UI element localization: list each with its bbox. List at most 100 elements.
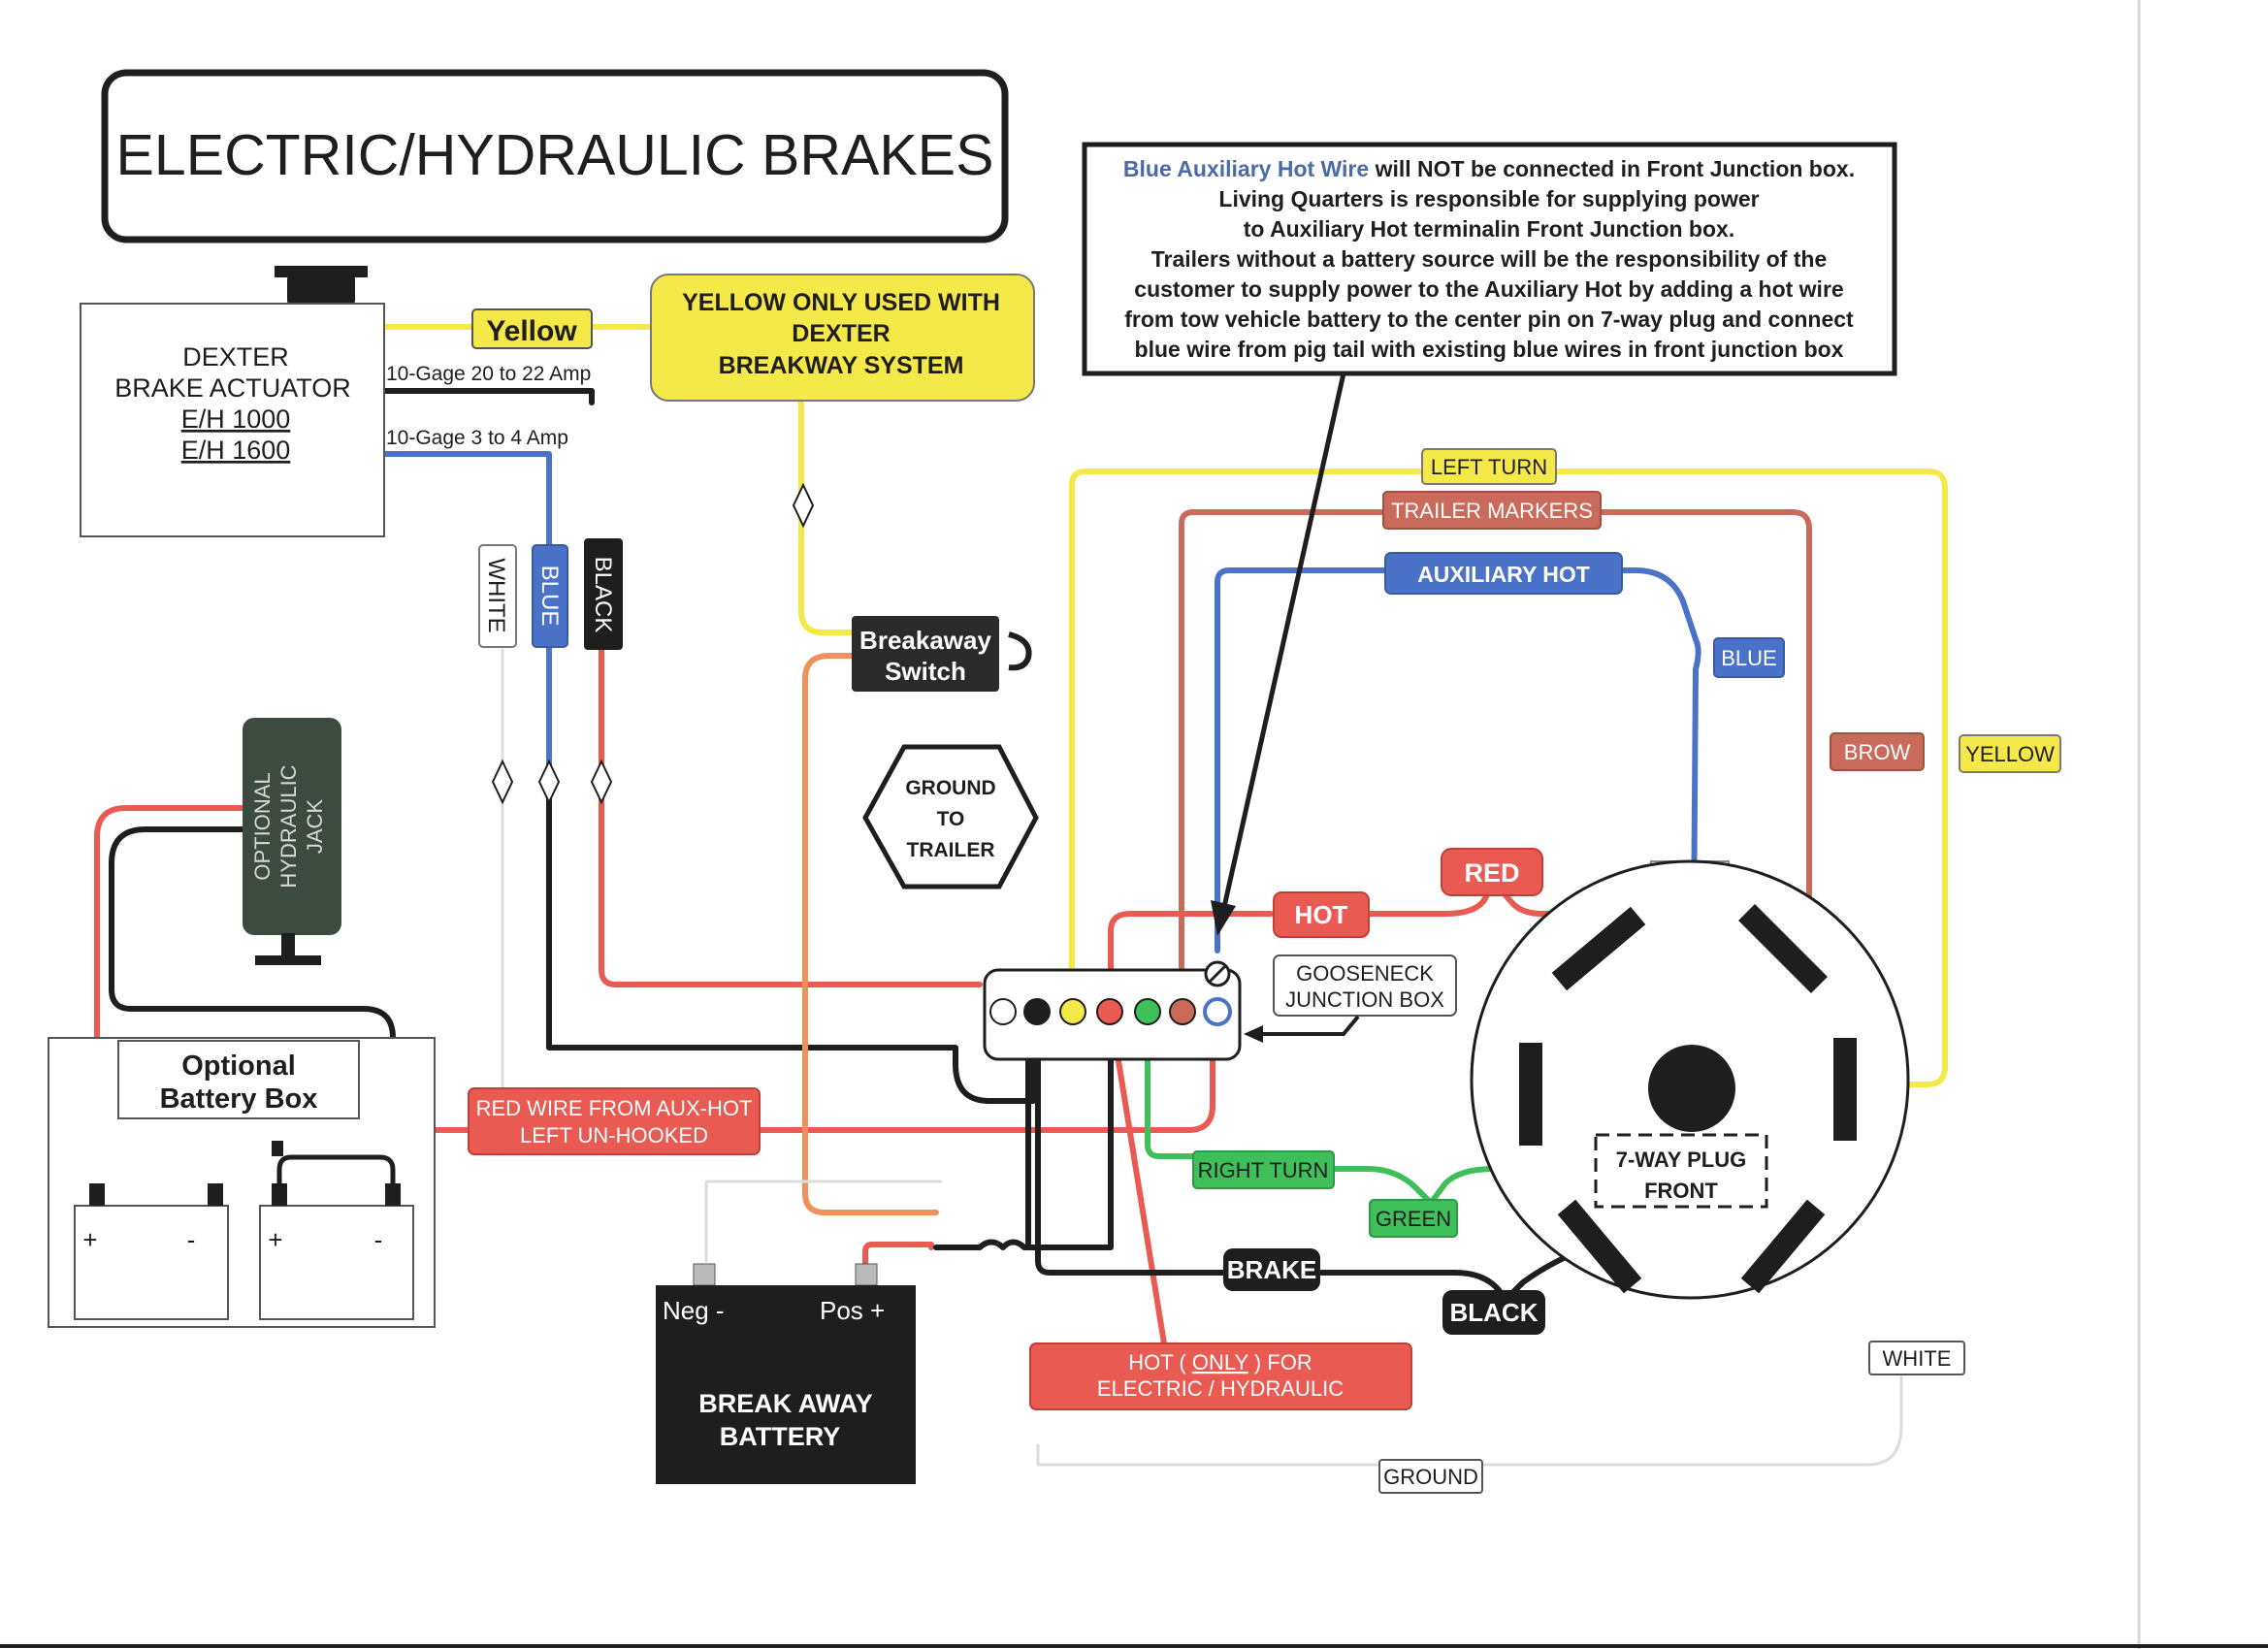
right-turn-tag: [1192, 1150, 1335, 1189]
terminal-white: [989, 998, 1017, 1025]
battery-right-minus: -: [374, 1225, 383, 1254]
hydraulic-jack-line1: OPTIONAL: [250, 772, 275, 880]
plug-line2: FRONT: [1644, 1179, 1718, 1203]
battery-left-post-pos: [89, 1183, 105, 1206]
yellow-note: [650, 274, 1035, 402]
plug-pin-right: [1833, 1038, 1857, 1141]
actuator-line2: BRAKE ACTUATOR: [114, 373, 351, 403]
wires: [94, 324, 1948, 1467]
breakaway-battery-neg: Neg -: [663, 1296, 725, 1325]
auxiliary-hot-tag: [1384, 552, 1623, 595]
wire-white-faint: [501, 648, 1903, 1467]
ground-to-trailer-line2: TO: [937, 808, 965, 830]
hot-only-post: ) FOR: [1248, 1350, 1312, 1374]
plug-pin-bottom-left: [1557, 1199, 1642, 1294]
fuse-black: [590, 759, 613, 805]
yellow-right-tag: [1959, 734, 2061, 773]
breakaway-battery-line1: BREAK AWAY: [698, 1389, 873, 1418]
notice-arrow: [1221, 372, 1346, 908]
wire-blue-actuator: [381, 451, 552, 769]
plug-center-pin: [1648, 1045, 1735, 1132]
terminal-green: [1134, 998, 1161, 1025]
battery-left-minus: -: [187, 1225, 196, 1254]
hot-only-line2: ELECTRIC / HYDRAULIC: [1097, 1376, 1344, 1401]
hot-only-line1: HOT ( ONLY ) FOR: [1128, 1350, 1312, 1374]
ground-label: GROUND: [1383, 1465, 1478, 1489]
hot-only-only: ONLY: [1192, 1350, 1249, 1374]
terminal-blue: [1203, 997, 1232, 1026]
ground-to-trailer-line3: TRAILER: [907, 839, 995, 861]
wire-black-actuator: [381, 388, 595, 405]
wire-yellow-left-turn: [1069, 469, 1948, 1087]
fuse-blue: [537, 759, 561, 805]
actuator-line4: E/H 1600: [181, 436, 291, 465]
brow-label: BROW: [1844, 740, 1911, 764]
actuator-knob: [275, 266, 368, 277]
battery-left: [74, 1205, 229, 1320]
battery-right-post-pos: [272, 1183, 287, 1206]
black-tag: [584, 538, 623, 650]
hydraulic-jack-line2: HYDRAULIC: [276, 764, 301, 888]
breakaway-switch-line2: Switch: [885, 657, 966, 686]
black-bottom-tag: [1442, 1290, 1545, 1335]
notice-line1-blue: Blue Auxiliary Hot Wire: [1123, 156, 1369, 181]
title-box: [101, 69, 1009, 243]
plug-label-box: [1594, 1133, 1768, 1209]
brake-tag: [1223, 1248, 1320, 1291]
gooseneck-arrow: [1261, 1015, 1360, 1036]
hot-label: HOT: [1295, 900, 1348, 929]
notice-line6: from tow vehicle battery to the center p…: [1124, 307, 1854, 332]
hot-tag: [1273, 891, 1370, 938]
breakaway-battery-pos: Pos +: [820, 1296, 885, 1325]
page-title: ELECTRIC/HYDRAULIC BRAKES: [116, 123, 994, 187]
yellow-note-line2: DEXTER: [792, 320, 890, 347]
blue-tag: [532, 544, 568, 648]
battery-box-label-box: [117, 1040, 360, 1119]
plug-line1: 7-WAY PLUG: [1616, 1148, 1746, 1172]
terminal-yellow: [1059, 998, 1086, 1025]
notice-box: [1082, 142, 1897, 376]
ground-tag: [1378, 1459, 1483, 1494]
notice-line1-rest: will NOT be connected in Front Junction …: [1369, 156, 1855, 181]
brow-tag: [1830, 732, 1925, 771]
notice-line7: blue wire from pig tail with existing bl…: [1135, 337, 1844, 362]
ground-to-trailer-hex: [862, 744, 1039, 889]
battery-right: [259, 1205, 414, 1320]
wire-black-battery-box: [109, 826, 396, 1196]
right-turn-label: RIGHT TURN: [1198, 1158, 1329, 1182]
red-tag: [1441, 848, 1543, 896]
white-bottom-tag: [1868, 1341, 1965, 1375]
battery-box-red-post: [272, 1141, 283, 1156]
breakaway-switch-line1: Breakaway: [859, 626, 991, 655]
notice-arrow-head: [1211, 900, 1236, 936]
wire-red-hot-only: [1108, 1010, 1167, 1346]
breakaway-battery: [656, 1285, 916, 1484]
yellow-tag-label: Yellow: [486, 315, 577, 347]
gage-top-label: 10-Gage 20 to 22 Amp: [386, 363, 591, 385]
auxiliary-hot-label: AUXILIARY HOT: [1417, 562, 1590, 587]
breakaway-battery-post-pos: [855, 1263, 878, 1286]
ground-to-trailer-line1: GROUND: [905, 777, 995, 799]
red-aux-note-line1: RED WIRE FROM AUX-HOT: [476, 1096, 753, 1120]
hot-only-note: [1029, 1342, 1412, 1410]
brake-label: BRAKE: [1227, 1255, 1316, 1284]
wire-red-battery-pos: [862, 1242, 934, 1270]
black-bottom-label: BLACK: [1450, 1298, 1539, 1327]
terminal-red: [1096, 998, 1123, 1025]
notice-line4: Trailers without a battery source will b…: [1151, 246, 1828, 272]
breakaway-switch: [852, 616, 999, 692]
battery-left-post-neg: [208, 1183, 223, 1206]
notice-line3: to Auxiliary Hot terminalin Front Juncti…: [1244, 216, 1734, 242]
terminal-aux-slash: [1208, 964, 1227, 984]
breakaway-battery-post-neg: [693, 1263, 716, 1286]
gage-bottom-label: 10-Gage 3 to 4 Amp: [386, 427, 568, 449]
yellow-tag: [471, 308, 593, 349]
plug-pin-top-left: [1551, 906, 1646, 991]
trailer-markers-tag: [1382, 491, 1602, 530]
green-label: GREEN: [1376, 1207, 1451, 1231]
wire-red-unhooked: [754, 1011, 1215, 1133]
actuator-line3: E/H 1000: [181, 404, 291, 434]
hydraulic-jack: [243, 718, 341, 935]
plug-pin-top-right: [1738, 904, 1828, 993]
